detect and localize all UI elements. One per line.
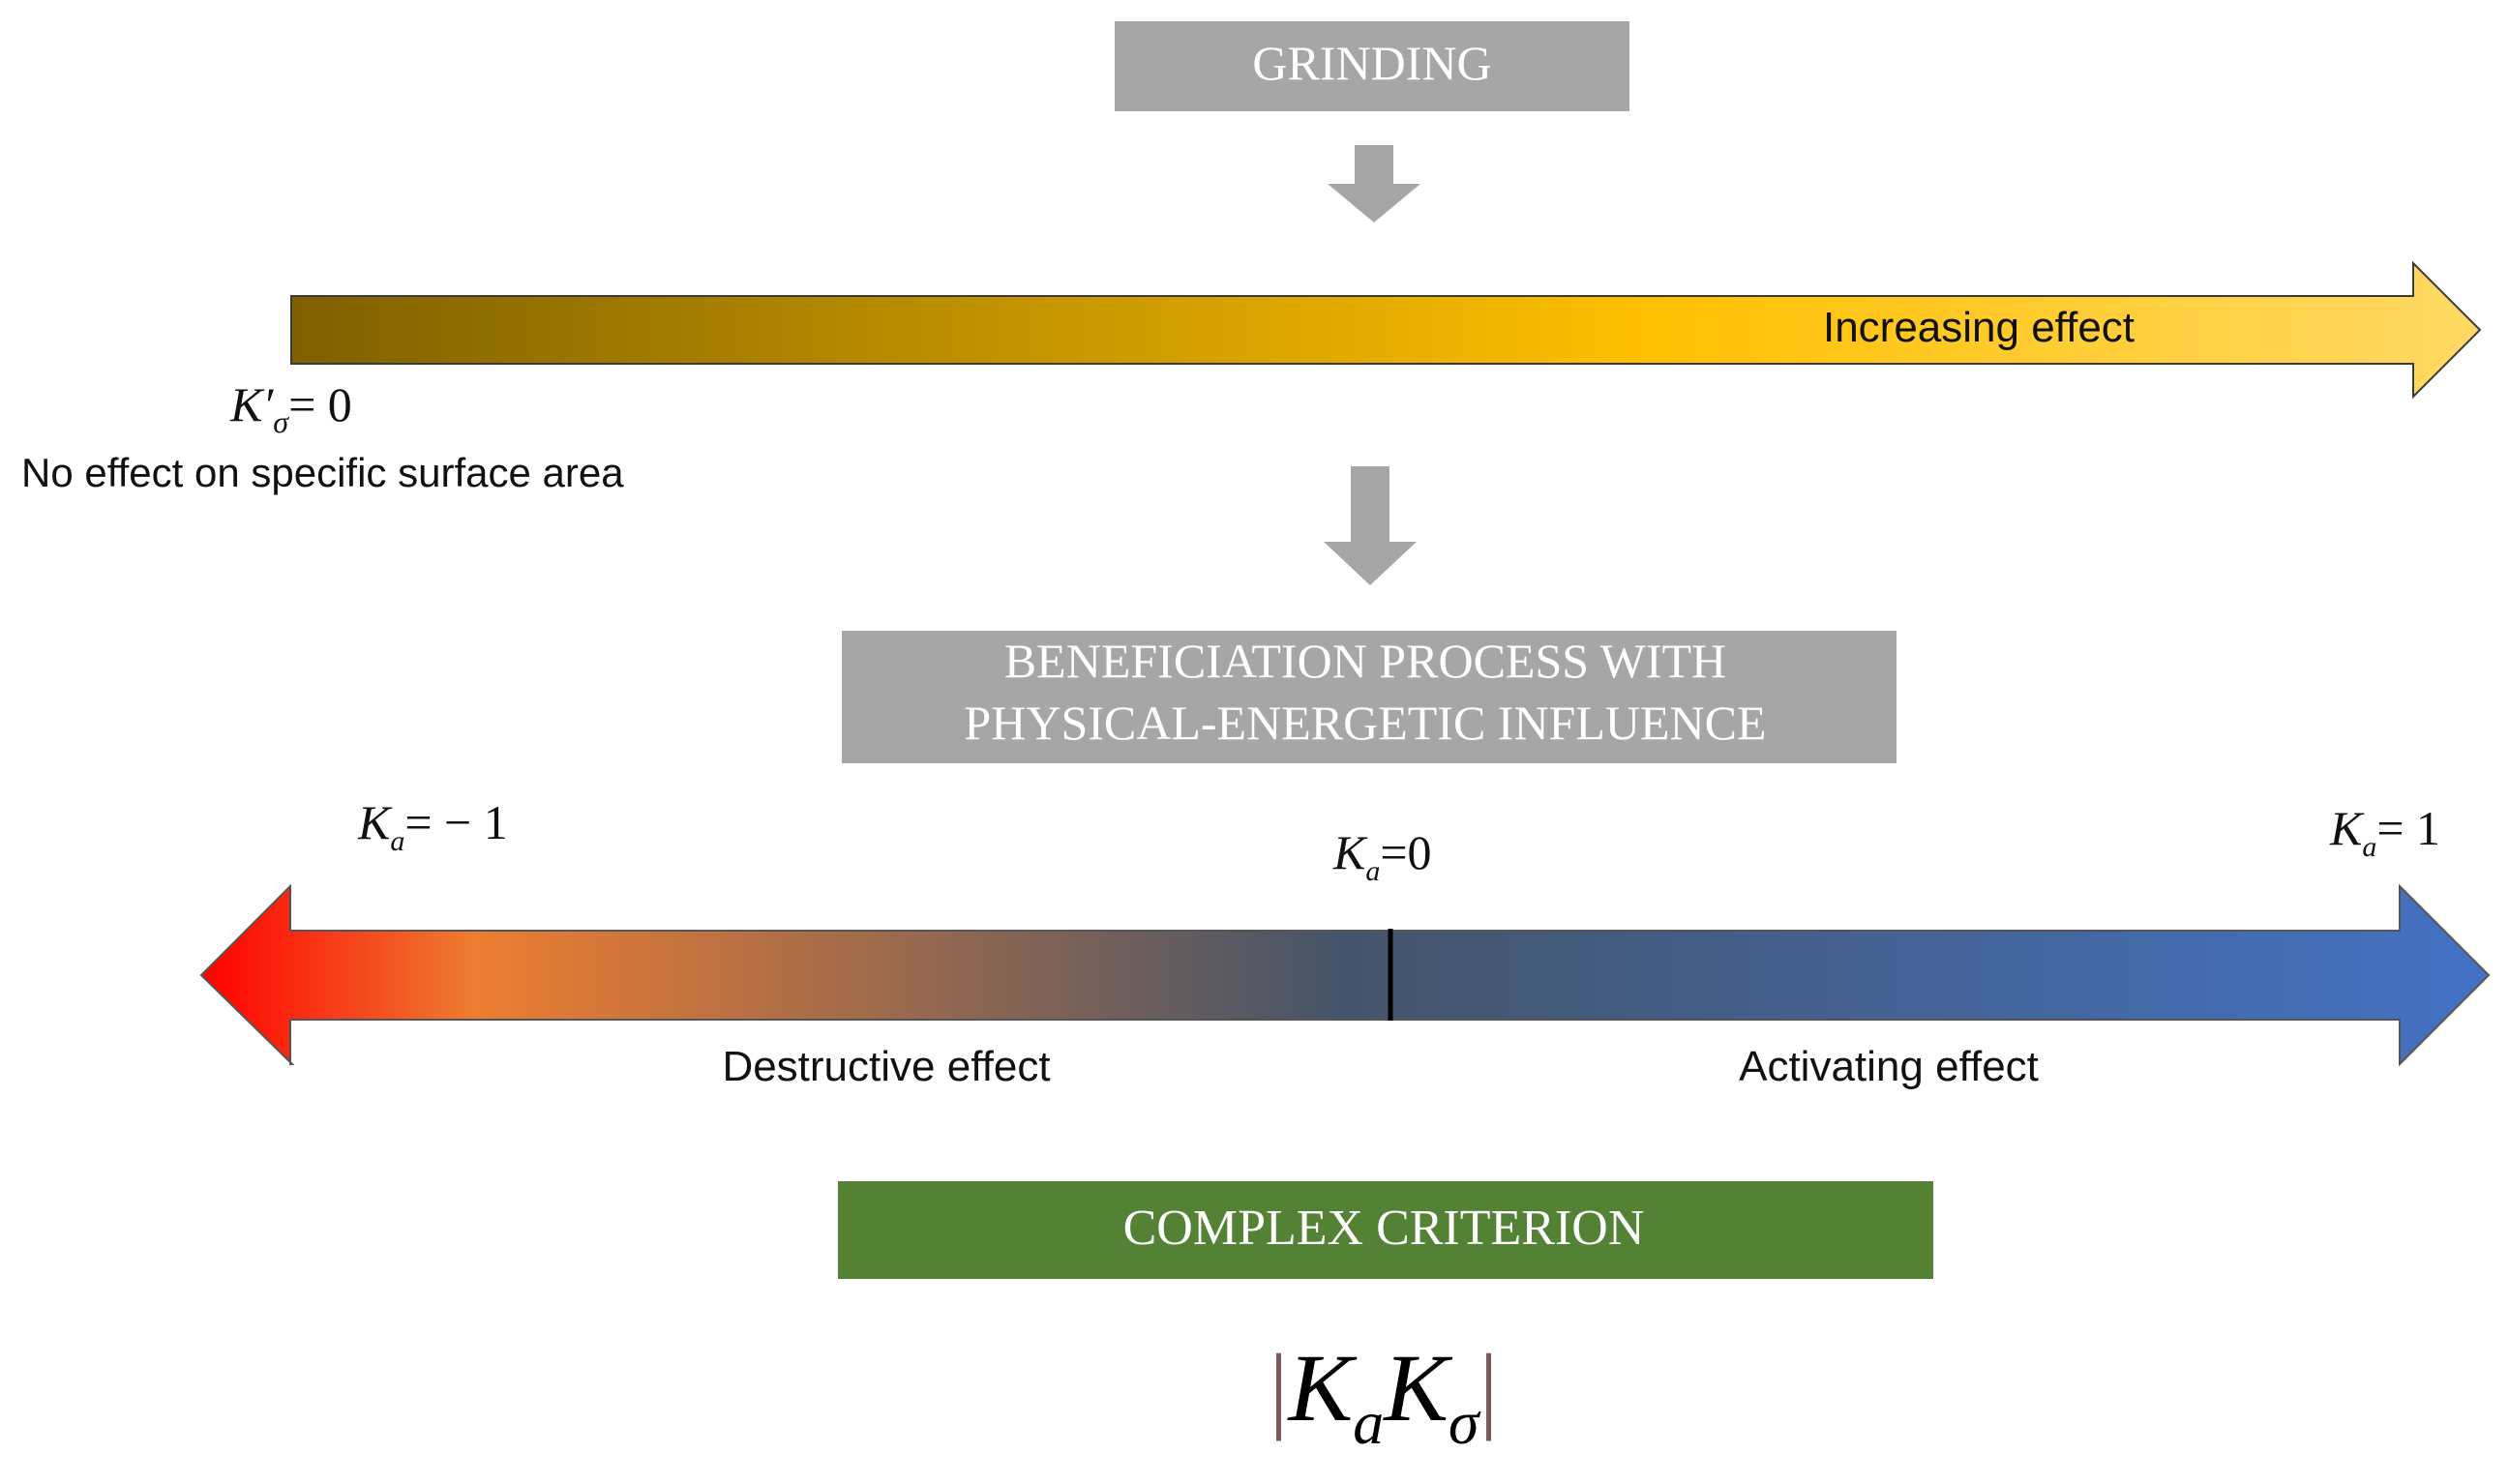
ka-plus-one-label: Ka= 1 xyxy=(2329,801,2440,863)
ka-zero-label: Ka=0 xyxy=(1332,825,1432,887)
grinding-label: GRINDING xyxy=(1252,36,1491,90)
complex-criterion-box xyxy=(838,1181,1933,1279)
activating-effect-label: Activating effect xyxy=(1739,1043,2039,1090)
beneficiation-label-line1: BENEFICIATION PROCESS WITH xyxy=(1004,634,1726,688)
increasing-effect-arrow xyxy=(290,260,2482,400)
destructive-activating-arrow xyxy=(199,883,2491,1067)
down-arrow-icon xyxy=(1328,145,1420,223)
complex-criterion-label: COMPLEX CRITERION xyxy=(1123,1201,1645,1256)
down-arrow-icon xyxy=(1324,466,1417,585)
beneficiation-box xyxy=(842,631,1897,763)
complex-criterion-formula: |KaKσ| xyxy=(1269,1334,1498,1457)
beneficiation-label-line2: PHYSICAL-ENERGETIC INFLUENCE xyxy=(964,696,1766,750)
grinding-box xyxy=(1115,21,1629,111)
ka-minus-one-label: Ka= − 1 xyxy=(357,795,508,857)
destructive-effect-label: Destructive effect xyxy=(722,1043,1050,1090)
no-effect-caption: No effect on specific surface area xyxy=(21,450,624,495)
increasing-effect-label: Increasing effect xyxy=(1823,304,2135,351)
k-sigma-zero-label: K′σ= 0 xyxy=(229,377,352,439)
